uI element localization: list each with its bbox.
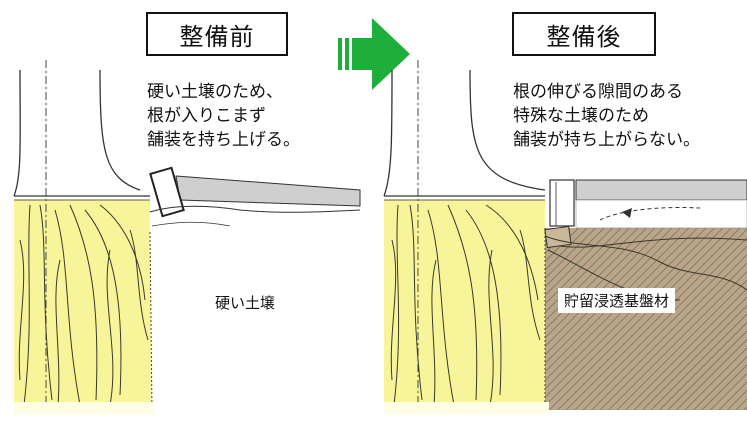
- panel-before: [13, 60, 361, 414]
- title-before: 整備前: [146, 12, 288, 56]
- root-zone-bottom-after: [384, 402, 549, 414]
- curb-base-block: [544, 225, 572, 249]
- root-under-pavement: [151, 221, 231, 227]
- root-flow-arrowhead: [622, 208, 632, 218]
- root-flow-dashed: [599, 207, 701, 221]
- root-zone-bottom-before: [14, 402, 154, 414]
- hard-soil-boundary: [149, 231, 153, 411]
- before-after-arrow: [338, 18, 410, 90]
- roots-after: [390, 204, 747, 406]
- curb-block-upright: [549, 179, 575, 227]
- label-hard-soil: 硬い土壌: [215, 294, 276, 312]
- pavement-lifted: [175, 175, 361, 207]
- curb-block-tilted: [149, 166, 185, 218]
- tree-trunk-before: [13, 69, 141, 197]
- pavement-flat: [575, 179, 747, 201]
- roots-before: [18, 204, 149, 406]
- tree-trunk-after: [383, 69, 546, 197]
- lifted-root-before: [149, 205, 361, 213]
- title-after: 整備後: [512, 12, 656, 56]
- pavement-sublayer: [575, 199, 747, 229]
- base-material: [545, 228, 747, 410]
- caption-before: 硬い土壌のため、 根が入りこまず 舗装を持ち上げる。: [147, 82, 300, 150]
- root-zone-before: [14, 200, 152, 410]
- caption-after: 根の伸びる隙間のある 特殊な土壌のため 舗装が持ち上がらない。: [513, 82, 700, 150]
- root-zone-after: [384, 200, 545, 410]
- panel-after: [383, 60, 747, 414]
- label-base-material: 貯留浸透基盤材: [558, 288, 676, 313]
